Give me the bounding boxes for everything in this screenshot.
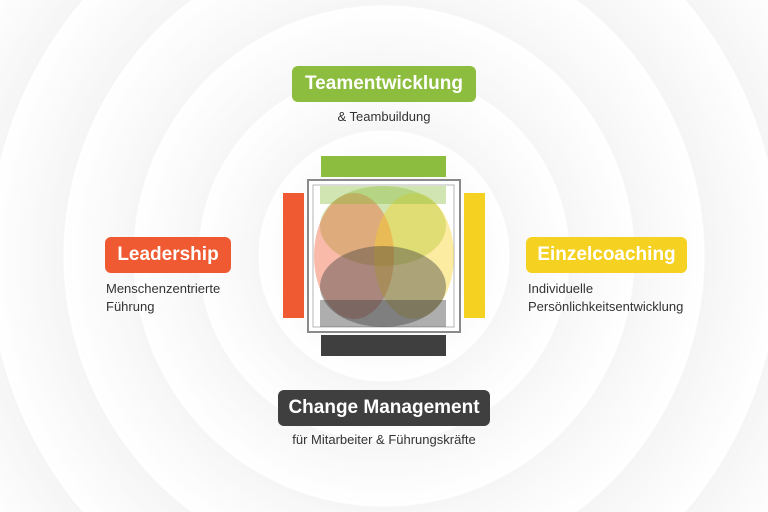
dark-petal-base	[320, 300, 446, 327]
einzelcoaching-badge: Einzelcoaching	[526, 237, 687, 273]
change-management-subtitle: für Mitarbeiter & Führungskräfte	[292, 432, 476, 447]
teamentwicklung-badge: Teamentwicklung	[292, 66, 476, 102]
orange-petal	[314, 193, 394, 319]
leadership-subtitle-line2: Führung	[106, 299, 155, 314]
yellow-petal	[374, 193, 454, 319]
einzelcoaching-subtitle: Individuelle Persönlichkeitsentwicklung	[528, 280, 683, 316]
orange-bar	[283, 193, 304, 318]
leadership-subtitle: Menschenzentrierte Führung	[106, 280, 220, 316]
leadership-badge: Leadership	[105, 237, 231, 273]
dark-petal	[320, 246, 446, 327]
leadership-subtitle-line1: Menschenzentrierte	[106, 281, 221, 296]
einzelcoaching-subtitle-line1: Individuelle	[528, 281, 594, 296]
change-management-badge: Change Management	[278, 390, 490, 426]
teamentwicklung-subtitle: & Teambuildung	[337, 109, 431, 124]
green-petal-base	[320, 186, 446, 204]
yellow-bar	[464, 193, 485, 318]
frame-inner	[312, 184, 455, 328]
einzelcoaching-subtitle-line2: Persönlichkeitsentwicklung	[528, 299, 684, 314]
green-bar	[321, 156, 446, 177]
dark-bar	[321, 335, 446, 356]
green-petal	[320, 186, 446, 266]
